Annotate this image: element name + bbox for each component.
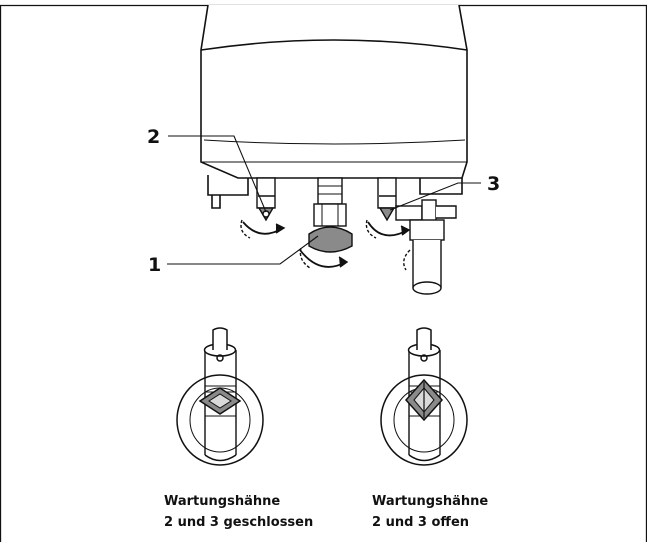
caption-closed-line1: Wartungshähne: [164, 494, 281, 509]
caption-closed-line2: 2 und 3 geschlossen: [164, 515, 314, 530]
callout-label-2: 2: [147, 126, 160, 148]
callout-label-3: 3: [487, 173, 500, 195]
callout-label-1: 1: [148, 254, 161, 276]
caption-valves-open: Wartungshähne 2 und 3 offen: [372, 491, 488, 533]
valve-detail-open: [380, 327, 468, 466]
caption-valves-closed: Wartungshähne 2 und 3 geschlossen: [164, 491, 313, 533]
caption-open-line2: 2 und 3 offen: [372, 515, 470, 530]
valve-detail-closed: [176, 327, 264, 466]
service-valve-3: [365, 177, 457, 295]
boiler-housing: [200, 4, 468, 209]
caption-open-line1: Wartungshähne: [372, 494, 489, 509]
callout-leaders: [167, 135, 481, 265]
gas-connector-1: [299, 177, 353, 269]
